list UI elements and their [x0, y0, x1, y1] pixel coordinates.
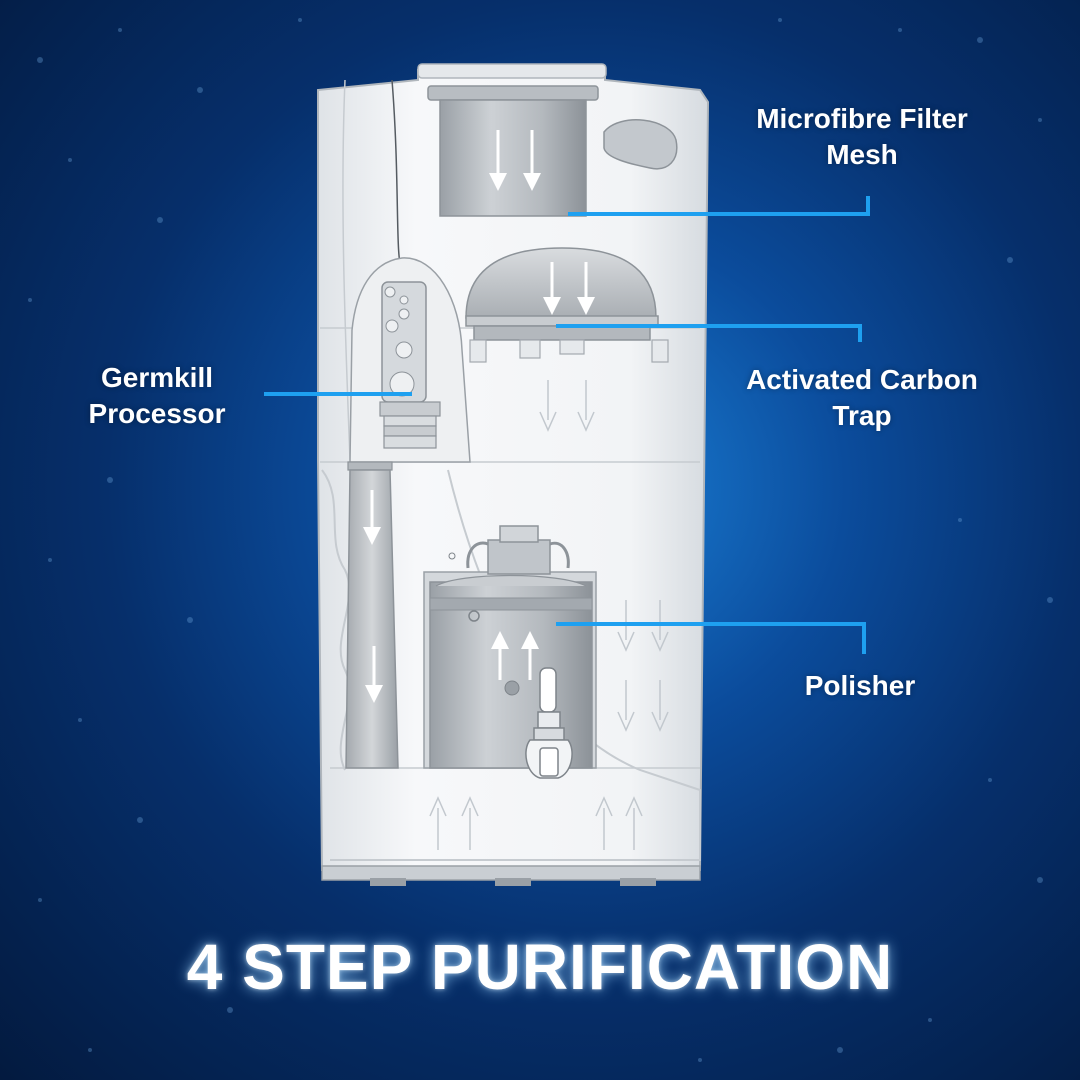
leader-lines — [264, 196, 870, 654]
label-line: Germkill — [100, 362, 214, 393]
background-dots — [28, 18, 1053, 1062]
headline: 4 STEP PURIFICATION — [186, 931, 894, 1003]
activated-carbon-trap — [465, 247, 669, 363]
flow-arrows-outline — [429, 380, 669, 850]
leader-line-microfibre — [568, 196, 870, 216]
label-line: Mesh — [826, 139, 898, 170]
label-line: Trap — [832, 400, 892, 431]
label-polisher: Polisher — [760, 668, 960, 704]
polisher — [423, 525, 597, 779]
outflow-tube — [345, 461, 399, 769]
label-line: Activated Carbon — [746, 364, 978, 395]
germkill-processor — [349, 257, 471, 463]
leader-line-polisher — [556, 622, 866, 654]
microfibre-filter-mesh — [427, 85, 599, 217]
label-activated-carbon-trap: Activated Carbon Trap — [722, 362, 1002, 434]
leader-line-carbon — [556, 324, 862, 342]
level-window — [603, 119, 678, 170]
tap-icon — [525, 667, 573, 779]
label-line: Microfibre Filter — [756, 103, 968, 134]
label-line: Polisher — [804, 670, 916, 701]
label-germkill-processor: Germkill Processor — [62, 360, 252, 432]
label-microfibre-filter-mesh: Microfibre Filter Mesh — [730, 101, 994, 173]
label-line: Processor — [88, 398, 226, 429]
